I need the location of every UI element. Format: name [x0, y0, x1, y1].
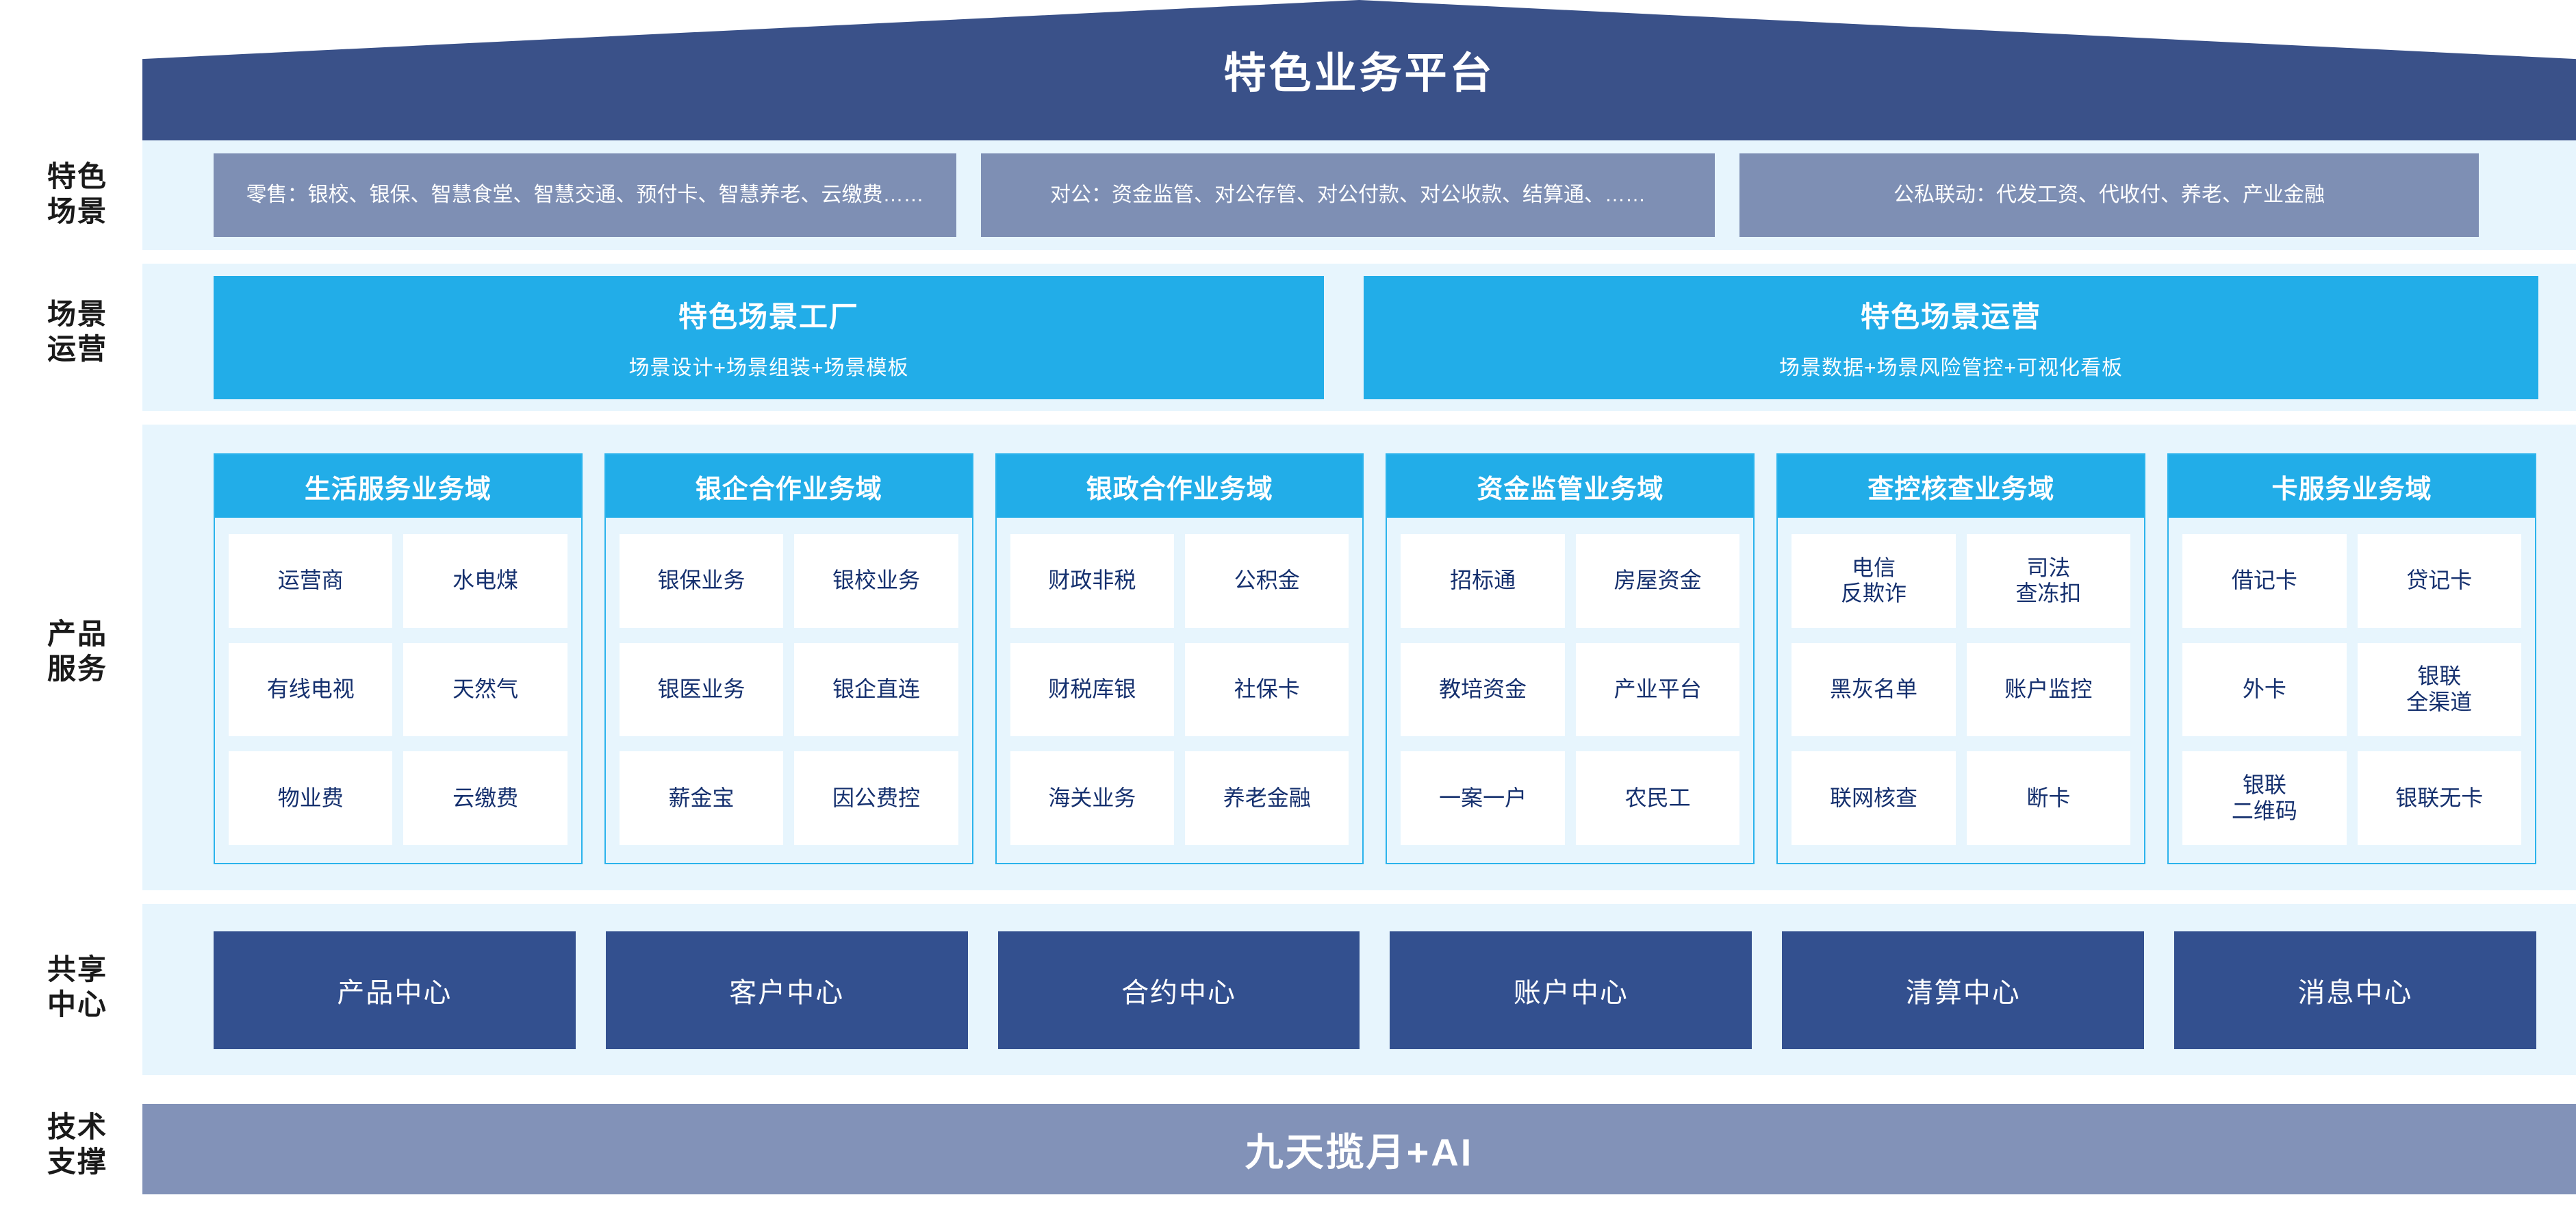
- scenarios-row: 零售：银校、银保、智慧食堂、智慧交通、预付卡、智慧养老、云缴费…… 对公：资金监…: [142, 140, 2576, 250]
- row-label-products-line1: 产品: [47, 618, 107, 650]
- row-label-products-line2: 服务: [47, 653, 107, 686]
- product-chip[interactable]: 账户监控: [1966, 642, 2131, 737]
- products-row: 生活服务业务域 运营商 水电煤 有线电视 天然气 物业费 云缴费 银企合作业务域…: [142, 425, 2576, 890]
- product-chip[interactable]: 运营商: [229, 534, 393, 628]
- operations-box-factory-title: 特色场景工厂: [678, 301, 859, 333]
- domain-fund-supervision[interactable]: 资金监管业务域 招标通 房屋资金 教培资金 产业平台 一案一户 农民工: [1386, 453, 1755, 864]
- operations-box-factory[interactable]: 特色场景工厂 场景设计+场景组装+场景模板: [214, 275, 1324, 399]
- shared-center-product[interactable]: 产品中心: [214, 931, 576, 1049]
- scenario-chip-corporate[interactable]: 对公：资金监管、对公存管、对公付款、对公收款、结算通、……: [981, 153, 1715, 237]
- shared-centers-row: 产品中心 客户中心 合约中心 账户中心 清算中心 消息中心: [142, 904, 2576, 1075]
- product-chip[interactable]: 外卡: [2182, 642, 2347, 737]
- domain-title: 卡服务业务域: [2169, 455, 2535, 518]
- platform-banner: 特色业务平台: [142, 0, 2576, 140]
- product-chip[interactable]: 教培资金: [1401, 642, 1565, 737]
- product-chip[interactable]: 物业费: [229, 751, 393, 845]
- product-chip[interactable]: 银联 二维码: [2182, 751, 2347, 845]
- product-chip[interactable]: 银医业务: [619, 642, 784, 737]
- technology-bar[interactable]: 九天揽月+AI: [142, 1104, 2576, 1194]
- product-chip[interactable]: 电信 反欺诈: [1791, 534, 1956, 628]
- product-chip[interactable]: 财税库银: [1010, 642, 1175, 737]
- product-chip[interactable]: 产业平台: [1575, 642, 1740, 737]
- product-chip[interactable]: 银联无卡: [2357, 751, 2521, 845]
- product-chip[interactable]: 因公费控: [794, 751, 958, 845]
- product-chip[interactable]: 水电煤: [403, 534, 568, 628]
- product-chip[interactable]: 贷记卡: [2357, 534, 2521, 628]
- row-label-scenarios-line2: 场景: [47, 195, 107, 228]
- product-chip[interactable]: 黑灰名单: [1791, 642, 1956, 737]
- row-label-shared-line1: 共享: [47, 953, 107, 985]
- technology-row: 九天揽月+AI: [142, 1096, 2576, 1205]
- shared-center-settlement[interactable]: 清算中心: [1782, 931, 2145, 1049]
- row-label-operations-line2: 运营: [47, 333, 107, 366]
- product-chip[interactable]: 房屋资金: [1575, 534, 1740, 628]
- operations-box-operation[interactable]: 特色场景运营 场景数据+场景风险管控+可视化看板: [1364, 275, 2538, 399]
- row-label-operations-line1: 场景: [47, 298, 107, 330]
- scenario-chip-retail[interactable]: 零售：银校、银保、智慧食堂、智慧交通、预付卡、智慧养老、云缴费……: [214, 153, 956, 237]
- product-chip[interactable]: 公积金: [1185, 534, 1349, 628]
- product-chip[interactable]: 司法 查冻扣: [1966, 534, 2131, 628]
- product-chip[interactable]: 联网核查: [1791, 751, 1956, 845]
- shared-center-account[interactable]: 账户中心: [1390, 931, 1752, 1049]
- product-chip[interactable]: 农民工: [1575, 751, 1740, 845]
- shared-center-customer[interactable]: 客户中心: [605, 931, 968, 1049]
- row-label-scenarios-line1: 特色: [47, 160, 107, 192]
- product-chip[interactable]: 招标通: [1401, 534, 1565, 628]
- operations-box-operation-subtitle: 场景数据+场景风险管控+可视化看板: [1778, 357, 2124, 379]
- domain-bank-enterprise[interactable]: 银企合作业务域 银保业务 银校业务 银医业务 银企直连 薪金宝 因公费控: [604, 453, 973, 864]
- domain-investigation-control[interactable]: 查控核查业务域 电信 反欺诈 司法 查冻扣 黑灰名单 账户监控 联网核查 断卡: [1776, 453, 2146, 864]
- operations-box-factory-subtitle: 场景设计+场景组装+场景模板: [628, 357, 909, 379]
- product-chip[interactable]: 银联 全渠道: [2357, 642, 2521, 737]
- product-chip[interactable]: 断卡: [1966, 751, 2131, 845]
- product-chip[interactable]: 薪金宝: [619, 751, 784, 845]
- domain-title: 查控核查业务域: [1778, 455, 2145, 518]
- product-chip[interactable]: 银企直连: [794, 642, 958, 737]
- domain-card-service[interactable]: 卡服务业务域 借记卡 贷记卡 外卡 银联 全渠道 银联 二维码 银联无卡: [2167, 453, 2536, 864]
- operations-row: 特色场景工厂 场景设计+场景组装+场景模板 特色场景运营 场景数据+场景风险管控…: [142, 264, 2576, 411]
- product-chip[interactable]: 银校业务: [794, 534, 958, 628]
- row-label-technology: 技术 支撑: [19, 1109, 136, 1179]
- product-chip[interactable]: 海关业务: [1010, 751, 1175, 845]
- product-chip[interactable]: 云缴费: [403, 751, 568, 845]
- row-label-shared-line2: 中心: [47, 988, 107, 1021]
- product-chip[interactable]: 天然气: [403, 642, 568, 737]
- domain-life-service[interactable]: 生活服务业务域 运营商 水电煤 有线电视 天然气 物业费 云缴费: [214, 453, 583, 864]
- page-title: 特色业务平台: [1223, 50, 1495, 97]
- row-label-technology-line1: 技术: [47, 1111, 107, 1143]
- domain-bank-government[interactable]: 银政合作业务域 财政非税 公积金 财税库银 社保卡 海关业务 养老金融: [995, 453, 1364, 864]
- domain-title: 银政合作业务域: [996, 455, 1363, 518]
- domain-title: 银企合作业务域: [605, 455, 972, 518]
- row-label-technology-line2: 支撑: [47, 1146, 107, 1179]
- row-label-operations: 场景 运营: [19, 297, 136, 366]
- shared-center-message[interactable]: 消息中心: [2174, 931, 2536, 1049]
- product-chip[interactable]: 养老金融: [1185, 751, 1349, 845]
- product-chip[interactable]: 借记卡: [2182, 534, 2347, 628]
- shared-center-contract[interactable]: 合约中心: [997, 931, 1360, 1049]
- product-chip[interactable]: 银保业务: [619, 534, 784, 628]
- product-chip[interactable]: 社保卡: [1185, 642, 1349, 737]
- product-chip[interactable]: 有线电视: [229, 642, 393, 737]
- row-label-products: 产品 服务: [19, 616, 136, 686]
- domain-title: 资金监管业务域: [1387, 455, 1754, 518]
- row-label-shared: 共享 中心: [19, 952, 136, 1022]
- domain-title: 生活服务业务域: [215, 455, 581, 518]
- row-label-scenarios: 特色 场景: [19, 159, 136, 229]
- scenario-chip-linkage[interactable]: 公私联动：代发工资、代收付、养老、产业金融: [1739, 153, 2479, 237]
- product-chip[interactable]: 财政非税: [1010, 534, 1175, 628]
- product-chip[interactable]: 一案一户: [1401, 751, 1565, 845]
- operations-box-operation-title: 特色场景运营: [1860, 301, 2041, 333]
